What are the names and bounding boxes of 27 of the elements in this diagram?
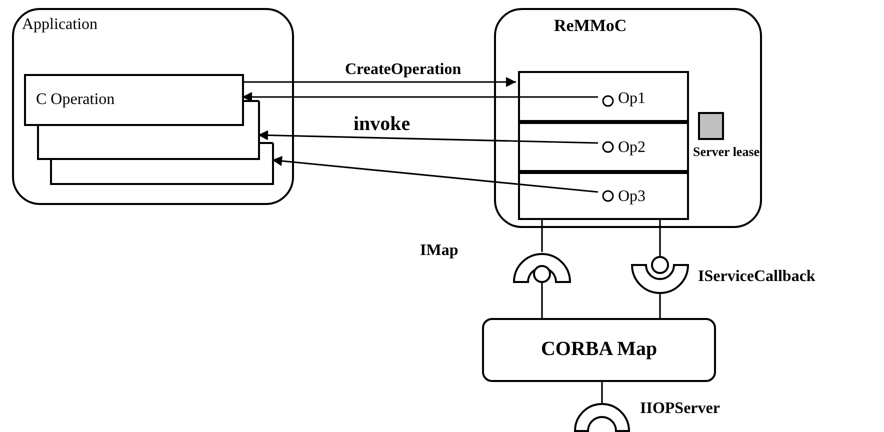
- operation-label: C Operation: [36, 91, 115, 109]
- application-container: [12, 8, 294, 205]
- operation-row: [518, 71, 689, 122]
- operation-box: [24, 74, 244, 126]
- arrow: [242, 92, 598, 102]
- operation-label: Op1: [618, 90, 646, 108]
- interface-label: IServiceCallback: [698, 268, 816, 286]
- container-heading: Application: [22, 16, 98, 34]
- interface-label: IIOPServer: [640, 400, 720, 418]
- arrow: [242, 77, 516, 87]
- middleware-container: [494, 8, 762, 228]
- edge-label: CreateOperation: [344, 62, 462, 78]
- operation-label: Op2: [618, 139, 646, 157]
- operation-row: [518, 122, 689, 172]
- connector-line: [541, 218, 543, 252]
- arrow: [272, 156, 598, 193]
- interface-label: IMap: [420, 242, 458, 260]
- connector-line: [601, 382, 603, 403]
- arrow: [258, 130, 598, 144]
- component-label: CORBA Map: [540, 338, 658, 361]
- operation-label: Op3: [618, 188, 646, 206]
- component-box: [482, 318, 716, 382]
- operation-row: [518, 172, 689, 220]
- connector-line: [659, 218, 661, 256]
- connector-line: [659, 293, 661, 318]
- lease-label: Server lease: [693, 144, 760, 160]
- container-heading: ReMMoC: [554, 16, 627, 36]
